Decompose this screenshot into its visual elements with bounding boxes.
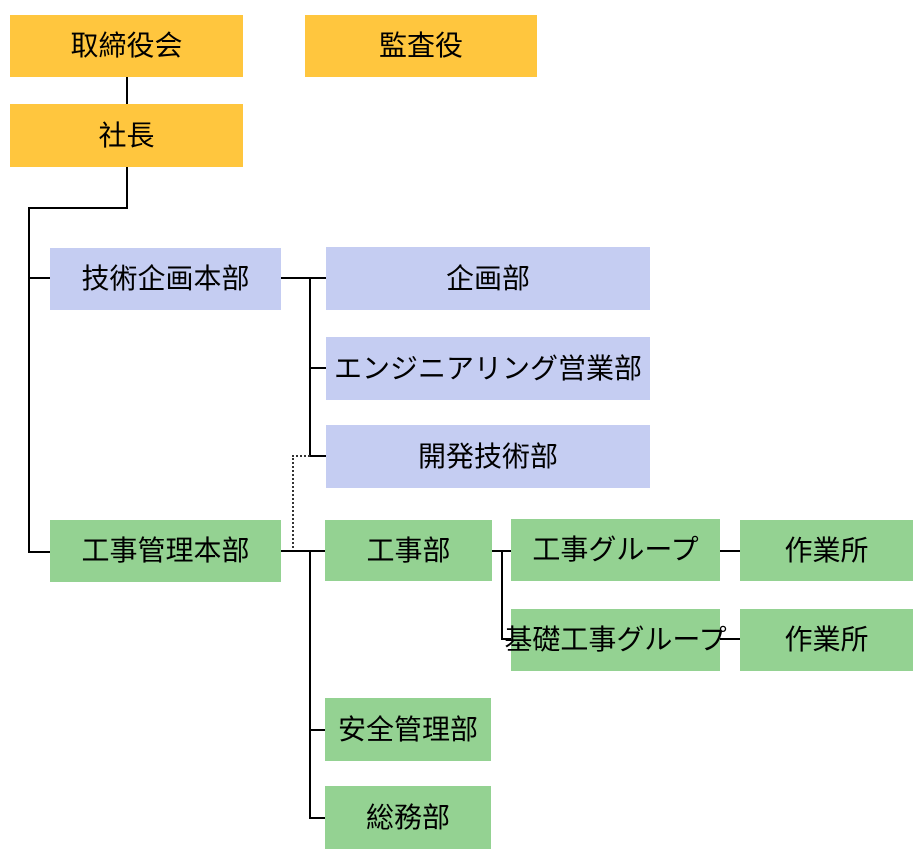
connector-construction-dept-fork bbox=[501, 550, 503, 640]
node-construction-group: 工事グループ bbox=[511, 519, 720, 581]
node-safety-mgmt-dept: 安全管理部 bbox=[325, 698, 491, 761]
connector-foundation-site-office-2 bbox=[720, 638, 740, 640]
node-construction-mgmt-division: 工事管理本部 bbox=[50, 520, 281, 582]
dotted-connector-horizontal bbox=[292, 455, 310, 457]
connector-left-trunk bbox=[28, 207, 30, 553]
connector-stub-general-affairs bbox=[309, 817, 325, 819]
node-auditor: 監査役 bbox=[305, 15, 537, 77]
connector-board-president bbox=[126, 77, 128, 105]
connector-construction-mgmt-dept bbox=[281, 550, 325, 552]
connector-stub-engineering-sales bbox=[309, 367, 326, 369]
connector-president-drop bbox=[126, 167, 128, 209]
connector-stub-safety-mgmt bbox=[309, 729, 325, 731]
node-general-affairs-dept: 総務部 bbox=[325, 786, 491, 849]
node-site-office-1: 作業所 bbox=[740, 520, 913, 581]
node-construction-dept: 工事部 bbox=[325, 520, 492, 581]
node-president: 社長 bbox=[10, 104, 243, 167]
node-board: 取締役会 bbox=[10, 15, 243, 77]
connector-construction-trunk bbox=[309, 550, 311, 819]
connector-stub-foundation-group bbox=[501, 638, 511, 640]
node-dev-tech-dept: 開発技術部 bbox=[326, 425, 650, 488]
connector-stub-construction-mgmt bbox=[28, 551, 51, 553]
connector-stub-tech-planning bbox=[28, 277, 51, 279]
node-planning-dept: 企画部 bbox=[326, 247, 650, 310]
connector-group-site-office-1 bbox=[720, 550, 740, 552]
node-foundation-group: 基礎工事グループ bbox=[504, 609, 727, 671]
node-tech-planning-division: 技術企画本部 bbox=[50, 248, 281, 310]
dotted-connector-dev-tech-construction bbox=[292, 455, 294, 552]
connector-president-elbow bbox=[28, 207, 128, 209]
node-site-office-2: 作業所 bbox=[740, 609, 913, 671]
connector-tech-planning-planning bbox=[281, 277, 326, 279]
node-engineering-sales-dept: エンジニアリング営業部 bbox=[326, 337, 650, 400]
connector-stub-dev-tech bbox=[309, 455, 326, 457]
